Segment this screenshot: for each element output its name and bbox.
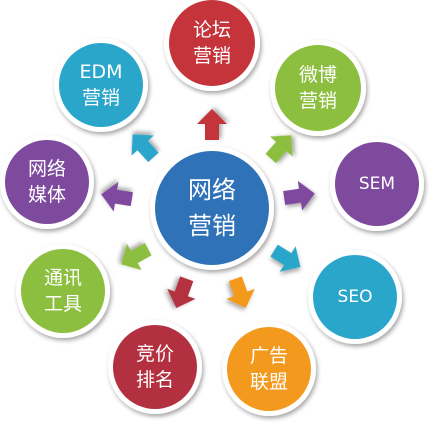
arrow-shape-sem — [283, 180, 315, 211]
center-node-disc — [155, 151, 269, 265]
node-edm-label-line-2: 营销 — [82, 87, 120, 109]
arrow-shape-edm — [131, 134, 159, 163]
node-ad-alliance-label-line-1: 广告 — [250, 345, 288, 367]
node-im-tools-disc — [21, 249, 105, 333]
node-ad-alliance-label-line-2: 联盟 — [250, 371, 288, 393]
node-weibo-disc — [275, 45, 361, 131]
node-media-label-line-1: 网络 — [28, 158, 66, 180]
node-media-disc — [5, 140, 89, 224]
arrow-to-seo — [270, 244, 301, 272]
arrow-to-bidding — [167, 276, 196, 309]
node-weibo-label-line-1: 微博 — [299, 64, 337, 86]
arrow-shape-bidding — [167, 276, 196, 309]
node-seo: SEO — [308, 250, 402, 344]
node-edm: EDM 营销 — [54, 38, 148, 132]
node-sem-label-line-1: SEM — [359, 174, 395, 194]
node-forum-label-line-2: 营销 — [193, 45, 231, 67]
arrow-to-im-tools — [121, 243, 152, 271]
arrow-shape-weibo — [265, 135, 293, 164]
node-bidding-label-line-1: 竞价 — [136, 343, 174, 365]
arrow-to-media — [101, 181, 133, 212]
arrow-to-ad-alliance — [226, 276, 255, 309]
arrow-to-weibo — [265, 135, 293, 164]
arrow-shape-ad-alliance — [226, 276, 255, 309]
arrow-shape-im-tools — [121, 243, 152, 271]
arrow-to-sem — [283, 180, 315, 211]
arrow-to-forum — [197, 109, 227, 140]
node-sem: SEM — [330, 137, 424, 231]
node-weibo-label-line-2: 营销 — [299, 90, 337, 112]
node-edm-disc — [59, 43, 143, 127]
node-im-tools-label-line-2: 工具 — [44, 293, 82, 315]
arrows-layer — [101, 109, 315, 309]
arrow-shape-media — [101, 181, 133, 212]
node-bidding-disc — [113, 325, 197, 409]
arrow-shape-seo — [270, 244, 301, 272]
node-im-tools-label-line-1: 通讯 — [44, 267, 82, 289]
node-forum-disc — [169, 0, 255, 86]
arrow-shape-forum — [197, 109, 227, 140]
node-sem-disc — [335, 142, 419, 226]
node-edm-label-line-1: EDM — [79, 61, 122, 83]
center-node-label-line-2: 营销 — [188, 212, 236, 240]
node-seo-disc — [313, 255, 397, 339]
center-node-label-line-1: 网络 — [188, 176, 236, 204]
node-media-label-line-2: 媒体 — [28, 184, 66, 206]
node-forum-label-line-1: 论坛 — [193, 19, 231, 41]
node-seo-label-line-1: SEO — [338, 287, 373, 307]
node-ad-alliance-disc — [227, 327, 311, 411]
arrow-to-edm — [131, 134, 159, 163]
node-bidding-label-line-2: 排名 — [136, 369, 174, 391]
